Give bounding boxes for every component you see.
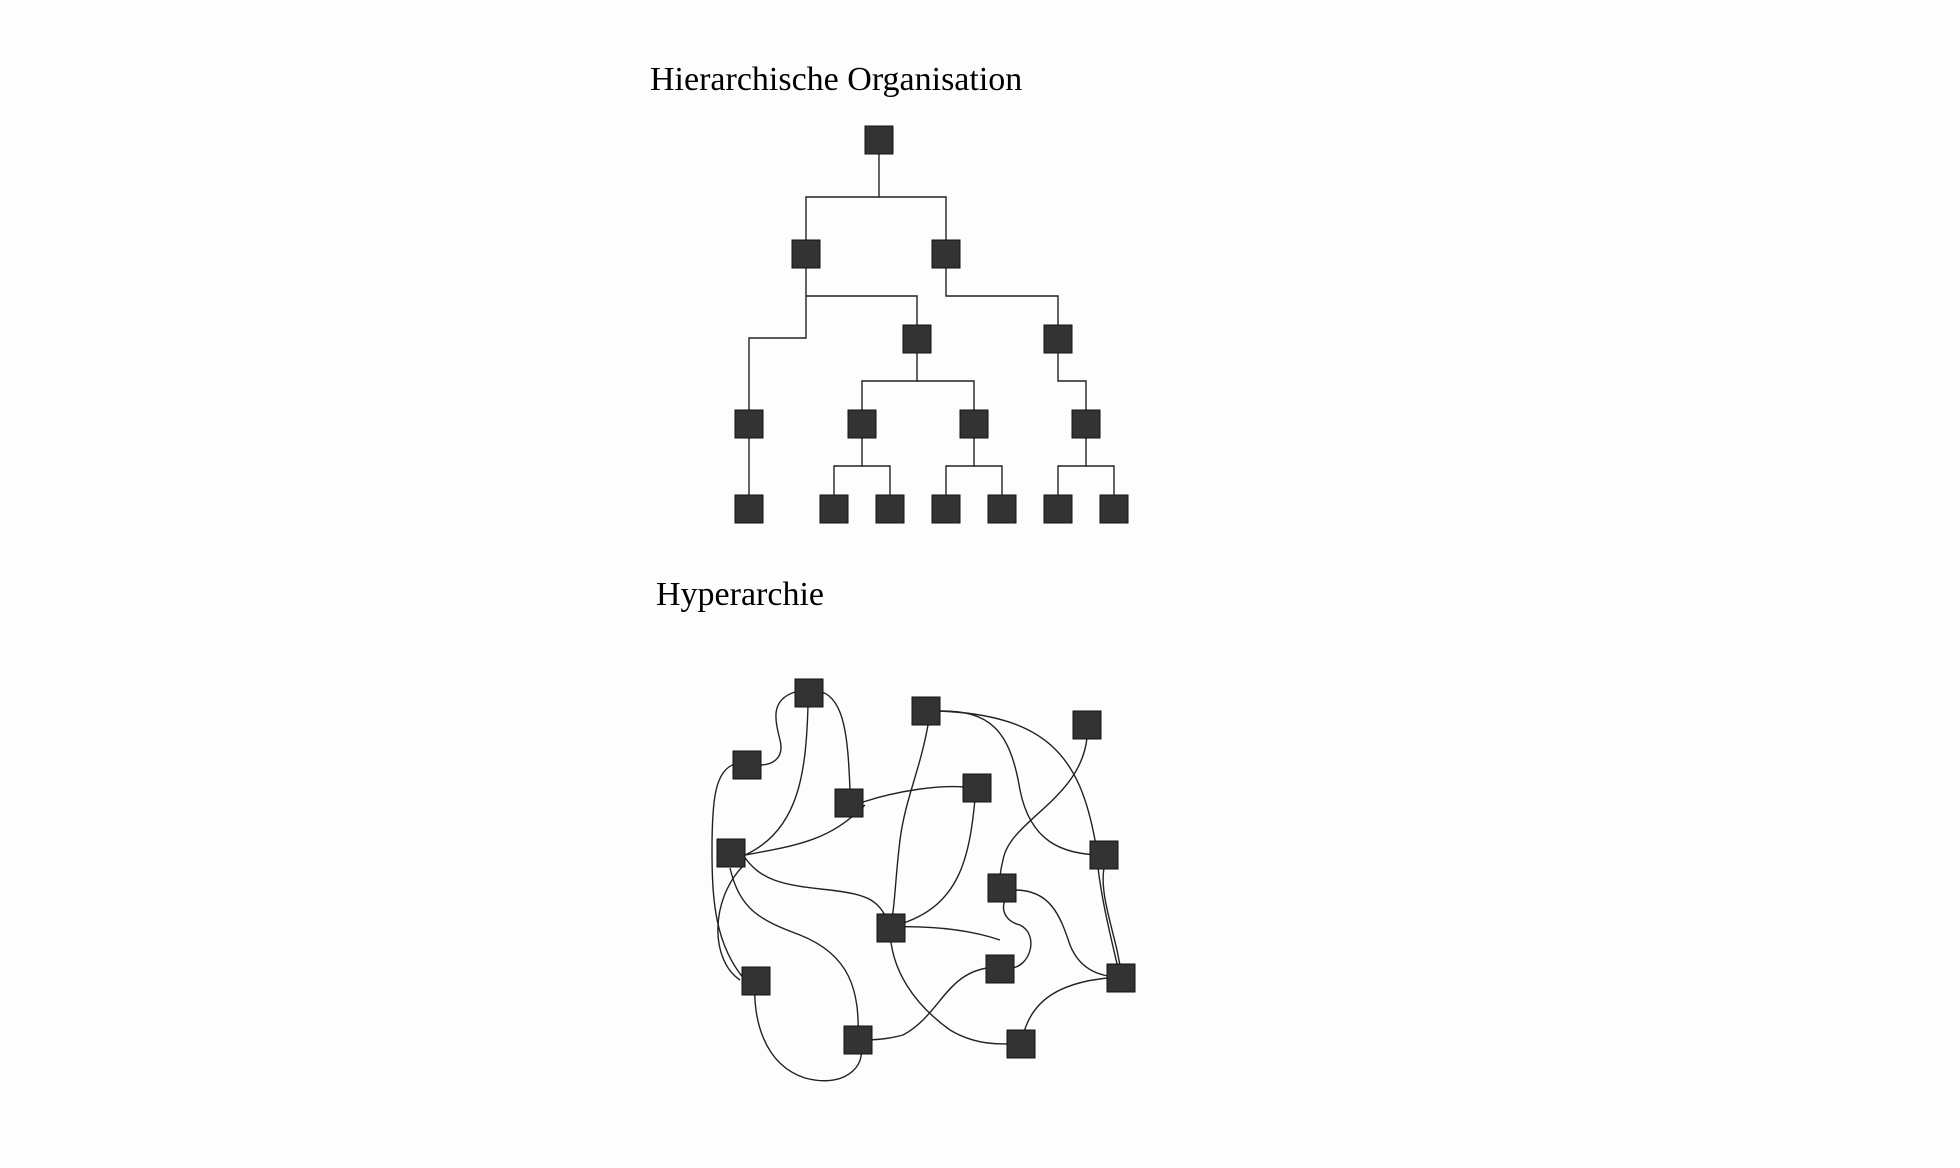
hierarchy-node [847, 409, 877, 439]
hierarchy-edge [862, 465, 891, 497]
hyperarchy-node [834, 788, 864, 818]
hierarchy-edge [1086, 465, 1115, 497]
hyperarchy-nodes [716, 678, 1136, 1059]
hyperarchy-edge [937, 710, 1105, 856]
hierarchy-edge [806, 295, 918, 330]
hyperarchy-edge [889, 787, 977, 928]
hyperarchy-edge [742, 854, 891, 928]
hyperarchy-edge [1014, 889, 1122, 978]
hyperarchy-node [741, 966, 771, 996]
hyperarchy-node [1072, 710, 1102, 740]
hyperarchy-edge [889, 927, 1021, 1045]
hierarchy-node [819, 494, 849, 524]
hierarchy-node [1043, 324, 1073, 354]
hierarchy-node [864, 125, 894, 155]
hyperarchy-node [732, 750, 762, 780]
hierarchy-title: Hierarchische Organisation [650, 61, 1023, 98]
hierarchy-edges [748, 153, 1115, 497]
hierarchy-edge [1057, 435, 1087, 497]
hyperarchy-edge [729, 867, 859, 1041]
hierarchy-node [1099, 494, 1129, 524]
hierarchy-edge [945, 435, 975, 497]
hyperarchy-edge [717, 865, 744, 981]
hierarchy-edge [833, 435, 863, 497]
hyperarchy-edge [744, 705, 809, 856]
hyperarchy-edge [1102, 867, 1123, 978]
hierarchy-node [931, 239, 961, 269]
hyperarchy-edge [1021, 976, 1122, 1041]
hierarchy-edge [861, 353, 918, 412]
hyperarchy-node [987, 873, 1017, 903]
hyperarchy-edge [821, 691, 851, 791]
hierarchy-nodes [734, 125, 1129, 524]
hierarchy-node [1043, 494, 1073, 524]
hyperarchy-edge [759, 691, 796, 766]
hyperarchy-edges [711, 691, 1123, 1082]
hierarchy-node [734, 494, 764, 524]
hierarchy-node [875, 494, 905, 524]
hyperarchy-edge [711, 763, 746, 981]
hierarchy-node [734, 409, 764, 439]
hierarchy-node [959, 409, 989, 439]
hyperarchy-node [911, 696, 941, 726]
hierarchy-edge [1057, 353, 1087, 412]
hyperarchy-edge [754, 967, 863, 1082]
hyperarchy-node [985, 954, 1015, 984]
hyperarchy-node [1089, 840, 1119, 870]
hyperarchy-edge [862, 785, 966, 803]
hyperarchy-edge [857, 967, 988, 1041]
hierarchy-edge [974, 465, 1003, 497]
hyperarchy-edge [889, 724, 929, 928]
hierarchy-node [902, 324, 932, 354]
hyperarchy-node [716, 838, 746, 868]
hierarchy-edge [879, 196, 947, 245]
hierarchy-node [987, 494, 1017, 524]
hierarchy-edge [805, 153, 880, 245]
hyperarchy-node [1006, 1029, 1036, 1059]
hierarchy-edge [917, 380, 975, 412]
hyperarchy-node [962, 773, 992, 803]
hyperarchy-node [876, 913, 906, 943]
hyperarchy-node [1106, 963, 1136, 993]
hierarchy-edge [748, 268, 807, 413]
hierarchy-node [1071, 409, 1101, 439]
hyperarchy-title: Hyperarchie [656, 576, 825, 613]
hierarchy-edge [945, 268, 1059, 330]
hyperarchy-edge [889, 926, 1001, 941]
hyperarchy-edge [937, 710, 1121, 978]
hierarchy-node [791, 239, 821, 269]
hyperarchy-node [843, 1025, 873, 1055]
hierarchy-node [931, 494, 961, 524]
hyperarchy-node [794, 678, 824, 708]
